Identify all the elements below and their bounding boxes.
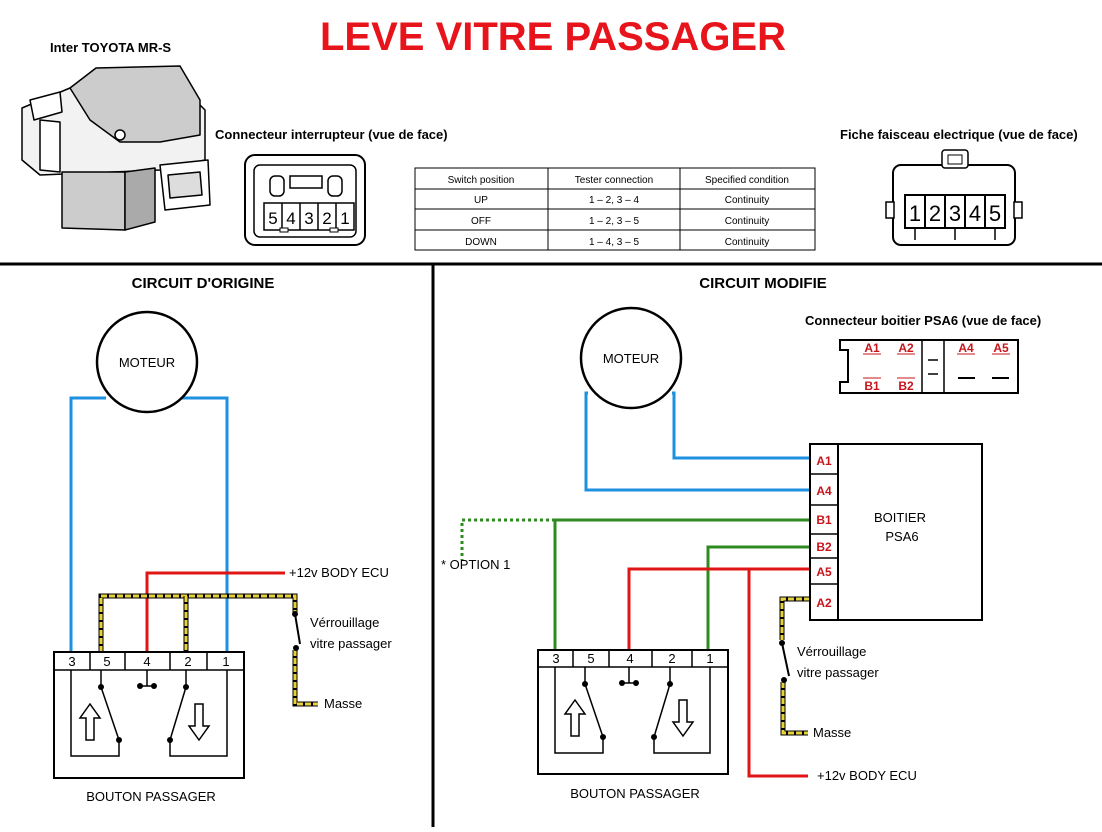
table-header: Switch position	[448, 175, 515, 186]
right-ecu-label: +12v BODY ECU	[817, 768, 917, 783]
right-ground-wire-inner	[781, 682, 808, 735]
left-motor-wire-b	[182, 396, 229, 652]
psa-pin: A1	[864, 341, 880, 355]
psa-pin: B2	[898, 379, 914, 393]
harness-pin: 4	[969, 201, 981, 226]
connector-switch-label: Connecteur interrupteur (vue de face)	[215, 127, 448, 142]
right-ground-wire	[780, 682, 808, 736]
table-cell: Continuity	[725, 216, 769, 227]
harness-pin: 3	[949, 201, 961, 226]
right-lock-label-1: Vérrouillage	[797, 644, 866, 659]
left-lock-switch-icon	[292, 611, 301, 651]
switch-model-label: Inter TOYOTA MR-S	[50, 40, 171, 55]
right-lock-wire-inner	[780, 597, 810, 640]
psa6-box-label-1: BOITIER	[874, 510, 926, 525]
right-motor-label: MOTEUR	[603, 351, 659, 366]
left-lock-wire-inner	[99, 594, 297, 652]
harness-plug-face: 1 2 3 4 5	[885, 149, 1023, 246]
right-button-pin: 1	[706, 651, 713, 666]
left-button-pin: 4	[143, 654, 150, 669]
right-lock-label-2: vitre passager	[797, 665, 879, 680]
right-b2-wire	[706, 545, 810, 650]
option-label: * OPTION 1	[441, 557, 510, 572]
left-motor-wire-a	[69, 396, 106, 652]
table-header: Specified condition	[705, 175, 789, 186]
right-option-wire	[460, 518, 555, 560]
left-motor-label: MOTEUR	[119, 355, 175, 370]
right-b1-wire	[553, 518, 810, 650]
table-cell: 1 – 2, 3 – 5	[589, 216, 639, 227]
table-cell: UP	[474, 195, 488, 206]
switch-pin: 5	[268, 209, 277, 228]
psa-connector-label: Connecteur boitier PSA6 (vue de face)	[805, 313, 1041, 328]
psa6-box: A1 A4 B1 B2 A5 A2 BOITIER PSA6	[809, 443, 983, 621]
left-ground-wire-inner	[293, 650, 318, 706]
left-button-box: 3 5 4 2 1	[53, 651, 245, 779]
right-ground-label: Masse	[813, 725, 851, 740]
page-title: LEVE VITRE PASSAGER	[320, 15, 786, 59]
left-button-pin: 2	[184, 654, 191, 669]
left-ground-wire	[292, 650, 318, 707]
psa-pin: B1	[864, 379, 880, 393]
switch-pin: 4	[286, 209, 295, 228]
table-header: Tester connection	[575, 175, 653, 186]
right-button-label: BOUTON PASSAGER	[570, 786, 700, 801]
psa6-box-pin: A1	[816, 454, 832, 468]
table-cell: 1 – 4, 3 – 5	[589, 237, 639, 248]
switch-pin: 1	[340, 209, 349, 228]
right-lock-wire	[779, 596, 810, 640]
continuity-table: Switch position Tester connection Specif…	[414, 167, 816, 251]
left-button-pin: 1	[222, 654, 229, 669]
psa-pin: A5	[993, 341, 1009, 355]
right-button-pin: 2	[668, 651, 675, 666]
right-motor	[579, 306, 683, 410]
right-button-pin: 3	[552, 651, 559, 666]
left-ecu-label: +12v BODY ECU	[289, 565, 389, 580]
left-motor	[95, 310, 199, 414]
right-lock-switch-icon	[779, 640, 790, 683]
left-button-pin: 5	[103, 654, 110, 669]
right-button-box: 3 5 4 2 1	[537, 649, 729, 775]
psa6-box-pin: B1	[816, 513, 832, 527]
psa6-box-label-2: PSA6	[885, 529, 918, 544]
harness-pin: 1	[909, 201, 921, 226]
psa6-box-pin: A5	[816, 565, 832, 579]
harness-pin: 2	[929, 201, 941, 226]
right-button-pin: 4	[626, 651, 633, 666]
right-button-pin: 5	[587, 651, 594, 666]
switch-pin: 3	[304, 209, 313, 228]
harness-pin: 5	[989, 201, 1001, 226]
table-cell: Continuity	[725, 237, 769, 248]
switch-pin: 2	[322, 209, 331, 228]
left-ground-label: Masse	[324, 696, 362, 711]
right-motor-wire-a	[584, 391, 810, 492]
switch-illustration-icon	[21, 65, 211, 231]
table-cell: DOWN	[465, 237, 497, 248]
table-cell: Continuity	[725, 195, 769, 206]
right-motor-wire-b	[672, 391, 810, 460]
right-ecu-wire	[747, 569, 808, 778]
psa6-box-pin: A2	[816, 596, 832, 610]
psa-pin: A2	[898, 341, 914, 355]
psa6-box-pin: B2	[816, 540, 832, 554]
psa-connector-face: A1 A2 A4 A5 B1 B2	[839, 339, 1019, 394]
table-cell: 1 – 2, 3 – 4	[589, 195, 639, 206]
left-lock-label-2: vitre passager	[310, 636, 392, 651]
harness-plug-label: Fiche faisceau electrique (vue de face)	[840, 127, 1078, 142]
left-lock-wire	[98, 593, 298, 652]
left-circuit-title: CIRCUIT D'ORIGINE	[132, 275, 275, 292]
left-button-label: BOUTON PASSAGER	[86, 789, 216, 804]
psa6-box-pin: A4	[816, 484, 832, 498]
switch-connector-face: 5 4 3 2 1	[244, 154, 366, 246]
left-ecu-wire	[145, 571, 285, 652]
right-circuit-title: CIRCUIT MODIFIE	[699, 275, 827, 292]
table-cell: OFF	[471, 216, 491, 227]
left-button-pin: 3	[68, 654, 75, 669]
psa-pin: A4	[958, 341, 974, 355]
left-lock-label-1: Vérrouillage	[310, 615, 379, 630]
